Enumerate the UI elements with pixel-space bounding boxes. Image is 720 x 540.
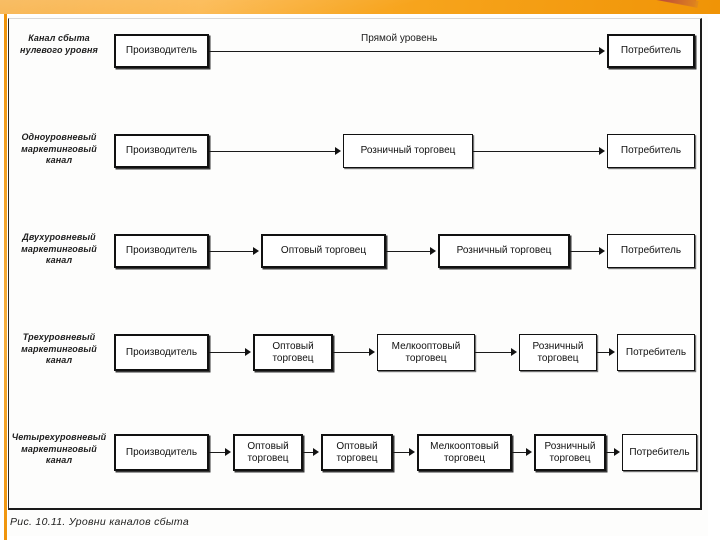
arrow-head-r4-3 [511,348,517,356]
scanned-page: Канал сбыта нулевого уровня Производител… [8,16,708,536]
row-label-two-level: Двухуровневый маркетинговый канал [21,232,97,265]
diagram-frame: Канал сбыта нулевого уровня Производител… [8,18,702,510]
connector-r4-3 [475,352,513,353]
connector-r1-1 [209,51,601,53]
arrow-head-r5-5 [614,448,620,456]
node-consumer-r2[interactable]: Потребитель [607,134,695,168]
figure-caption: Рис. 10.11. Уровни каналов сбыта [10,516,189,528]
arrow-head-r4-2 [369,348,375,356]
connector-r2-1 [209,151,337,152]
arrow-head-r5-2 [313,448,319,456]
top-orange-band [0,0,720,14]
node-wholesaler-r3[interactable]: Оптовый торговец [261,234,386,268]
connector-r5-4 [512,452,528,453]
node-consumer-r1[interactable]: Потребитель [607,34,695,68]
node-manufacturer-r2[interactable]: Производитель [114,134,209,168]
connector-r5-1 [209,452,227,453]
node-manufacturer-r4[interactable]: Производитель [114,334,209,371]
edge-label-direct-level: Прямой уровень [361,33,438,44]
node-manufacturer-r3[interactable]: Производитель [114,234,209,268]
row-label-three-level: Трехуровневый маркетинговый канал [21,332,97,365]
node-wholesaler-r4[interactable]: Оптовый торговец [253,334,333,371]
node-retailer-r3[interactable]: Розничный торговец [438,234,570,268]
arrow-head-r3-2 [430,247,436,255]
channel-row-one-level: Одноуровневый маркетинговый канал Произв… [9,119,703,219]
connector-r2-2 [473,151,601,152]
row-label-four-level: Четырехуровневый маркетинговый канал [11,432,107,465]
arrow-head-r3-3 [599,247,605,255]
node-wholesaler-a-r5[interactable]: Оптовый торговец [233,434,303,471]
node-manufacturer-r1[interactable]: Производитель [114,34,209,68]
arrow-head-r1-1 [599,47,605,55]
node-consumer-r3[interactable]: Потребитель [607,234,695,268]
node-retailer-r4[interactable]: Розничный торговец [519,334,597,371]
connector-r3-1 [209,251,255,252]
arrow-head-r5-1 [225,448,231,456]
arrow-head-r4-1 [245,348,251,356]
node-small-wholesaler-r4[interactable]: Мелкооптовый торговец [377,334,475,371]
connector-r3-3 [570,251,601,252]
channel-row-two-level: Двухуровневый маркетинговый канал Произв… [9,219,703,319]
arrow-head-r5-4 [526,448,532,456]
connector-r4-4 [597,352,611,353]
row-label-one-level: Одноуровневый маркетинговый канал [21,132,97,165]
arrow-head-r2-2 [599,147,605,155]
arrow-head-r4-4 [609,348,615,356]
arrow-head-r3-1 [253,247,259,255]
connector-r5-3 [393,452,411,453]
node-consumer-r4[interactable]: Потребитель [617,334,695,371]
row-label-zero-level: Канал сбыта нулевого уровня [20,33,98,55]
connector-r5-2 [303,452,315,453]
channel-row-three-level: Трехуровневый маркетинговый канал Произв… [9,319,703,419]
top-band-highlight [0,0,720,14]
node-small-wholesaler-r5[interactable]: Мелкооптовый торговец [417,434,512,471]
node-manufacturer-r5[interactable]: Производитель [114,434,209,471]
channel-row-zero-level: Канал сбыта нулевого уровня Производител… [9,19,703,119]
arrow-head-r5-3 [409,448,415,456]
arrow-head-r2-1 [335,147,341,155]
connector-r3-2 [386,251,432,252]
node-consumer-r5[interactable]: Потребитель [622,434,697,471]
node-retailer-r2[interactable]: Розничный торговец [343,134,473,168]
node-wholesaler-b-r5[interactable]: Оптовый торговец [321,434,393,471]
node-retailer-r5[interactable]: Розничный торговец [534,434,606,471]
left-orange-rule [4,14,7,540]
connector-r4-1 [209,352,247,353]
channel-row-four-level: Четырехуровневый маркетинговый канал Про… [9,419,703,519]
connector-r4-2 [333,352,371,353]
connector-r5-5 [606,452,616,453]
